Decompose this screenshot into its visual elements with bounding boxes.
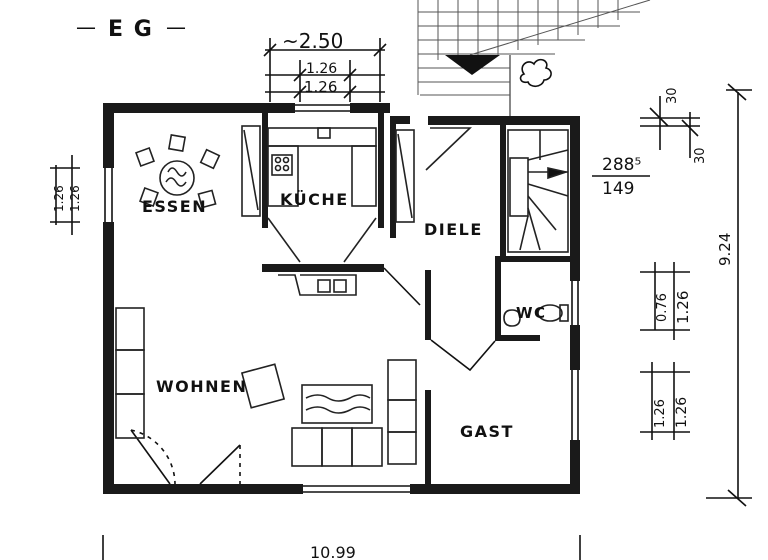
- room-label-essen: ESSEN: [142, 197, 207, 216]
- dim-right-30-a: 30: [665, 87, 680, 104]
- dim-wc-b: 1.26: [674, 291, 692, 324]
- floor-label: E G: [108, 17, 153, 42]
- tree-icon: [519, 58, 552, 88]
- room-label-wc: WC: [516, 304, 547, 322]
- dining-table: [135, 133, 221, 209]
- dash-right: —: [166, 15, 186, 39]
- room-label-kueche: KÜCHE: [280, 190, 349, 209]
- dim-left: [50, 155, 80, 235]
- dim-stair-b: 149: [602, 179, 634, 199]
- dash-left: —: [76, 15, 96, 39]
- windows: [104, 104, 579, 493]
- dim-wc-a: 0.76: [655, 293, 670, 322]
- dim-right-total: 9.24: [716, 233, 734, 266]
- dim-right: [640, 83, 752, 507]
- dim-top-window-b: 1.26: [304, 78, 337, 96]
- wardrobe: [425, 127, 472, 171]
- stair-arrow-icon: [445, 55, 500, 75]
- doors: [130, 267, 496, 485]
- dim-left-a: 1.26: [52, 185, 66, 212]
- dim-stair-a: 288⁵: [602, 155, 641, 175]
- staircase: [507, 129, 569, 253]
- dim-top-window-a: 1.26: [306, 61, 337, 77]
- dim-gast-b: 1.26: [674, 397, 690, 428]
- dim-left-b: 1.26: [68, 185, 82, 212]
- terrace-grid: [417, 0, 651, 118]
- interior-walls: [262, 113, 575, 484]
- kitchen-fittings: [241, 125, 415, 296]
- outer-walls: [103, 103, 580, 494]
- dim-top-width: ~2.50: [282, 29, 343, 53]
- dim-bottom: [102, 535, 581, 560]
- dim-top: [263, 38, 387, 102]
- dim-right-30-b: 30: [693, 147, 708, 164]
- room-label-diele: DIELE: [424, 220, 483, 239]
- dim-gast-a: 1.26: [653, 399, 668, 428]
- room-label-wohnen: WOHNEN: [156, 377, 247, 396]
- living-furniture: [115, 307, 417, 467]
- dim-bottom-total: 10.99: [310, 543, 356, 560]
- room-label-gast: GAST: [460, 422, 514, 441]
- wc-fittings: [503, 304, 569, 327]
